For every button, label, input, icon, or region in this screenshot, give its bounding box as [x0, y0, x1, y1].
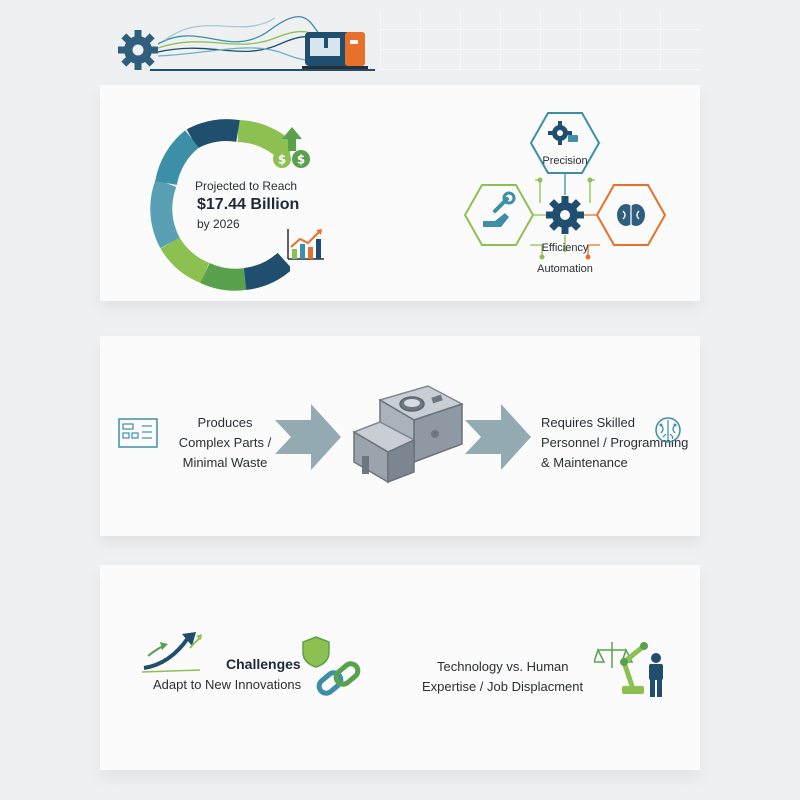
svg-text:$: $: [278, 153, 286, 167]
benefit-efficiency: Efficiency: [541, 242, 589, 254]
bar-chart-growth-icon: [287, 229, 324, 260]
benefits-diagram: [463, 112, 667, 260]
process-left-line-1: Produces: [197, 415, 253, 430]
chain-link-icon: [316, 661, 361, 696]
market-panel: Projected to Reach $17.44 Billion by 202…: [100, 85, 700, 301]
challenges-right-line-2: Expertise / Job Displacment: [422, 679, 584, 694]
shield-icon: [302, 636, 330, 668]
ring-segment-4: [150, 179, 180, 249]
market-ring-chart: [150, 119, 290, 291]
blueprint-icon: [118, 418, 158, 448]
brain-circuit-icon: [655, 417, 681, 443]
challenges-subtitle: Adapt to New Innovations: [153, 677, 302, 692]
challenges-title: Challenges: [226, 656, 301, 672]
process-left-line-3: Minimal Waste: [182, 455, 268, 470]
ring-segment-5: [160, 236, 210, 284]
challenges-panel: Challenges Adapt to New Innovations Tech…: [100, 565, 700, 770]
robot-arm-scale-icon: [594, 642, 648, 694]
gear-icon: [118, 30, 158, 70]
cnc-machine-icon: [302, 32, 368, 69]
benefit-precision: Precision: [542, 155, 588, 167]
person-icon: [649, 653, 663, 697]
header-strip: [110, 10, 380, 75]
arrow-right-icon: [275, 404, 341, 470]
process-panel: Produces Complex Parts / Minimal Waste R…: [100, 336, 700, 536]
process-left-line-2: Complex Parts /: [178, 435, 272, 450]
process-right-line-3: & Maintenance: [541, 455, 628, 470]
market-value: $17.44 Billion: [197, 196, 300, 213]
market-line-1: Projected to Reach: [195, 179, 298, 193]
process-right-line-2: Personnel / Programming: [541, 435, 689, 450]
growth-arrows-icon: [141, 632, 202, 673]
arrow-right-icon: [465, 404, 531, 470]
machined-part-icon: [352, 385, 464, 484]
precision-hexagon: [529, 112, 601, 174]
market-line-3: by 2026: [197, 217, 240, 231]
wrench-hexagon: [463, 184, 535, 246]
brain-icon: [617, 204, 645, 226]
ring-segment-6: [200, 262, 247, 291]
wrench-hand-icon: [483, 191, 516, 227]
ring-segment-3: [155, 130, 200, 186]
ring-segment-2: [186, 119, 240, 149]
header-grid-fade: [380, 10, 700, 70]
process-right-line-1: Requires Skilled: [541, 415, 635, 430]
svg-text:$: $: [297, 153, 305, 167]
header-illustration: [118, 16, 375, 71]
precision-gear-icon: [548, 121, 578, 145]
ring-segment-7: [243, 252, 290, 290]
dollar-growth-icon: $ $: [273, 127, 310, 168]
challenges-right-line-1: Technology vs. Human: [437, 659, 569, 674]
benefit-automation: Automation: [537, 263, 593, 275]
gear-icon: [546, 196, 584, 234]
